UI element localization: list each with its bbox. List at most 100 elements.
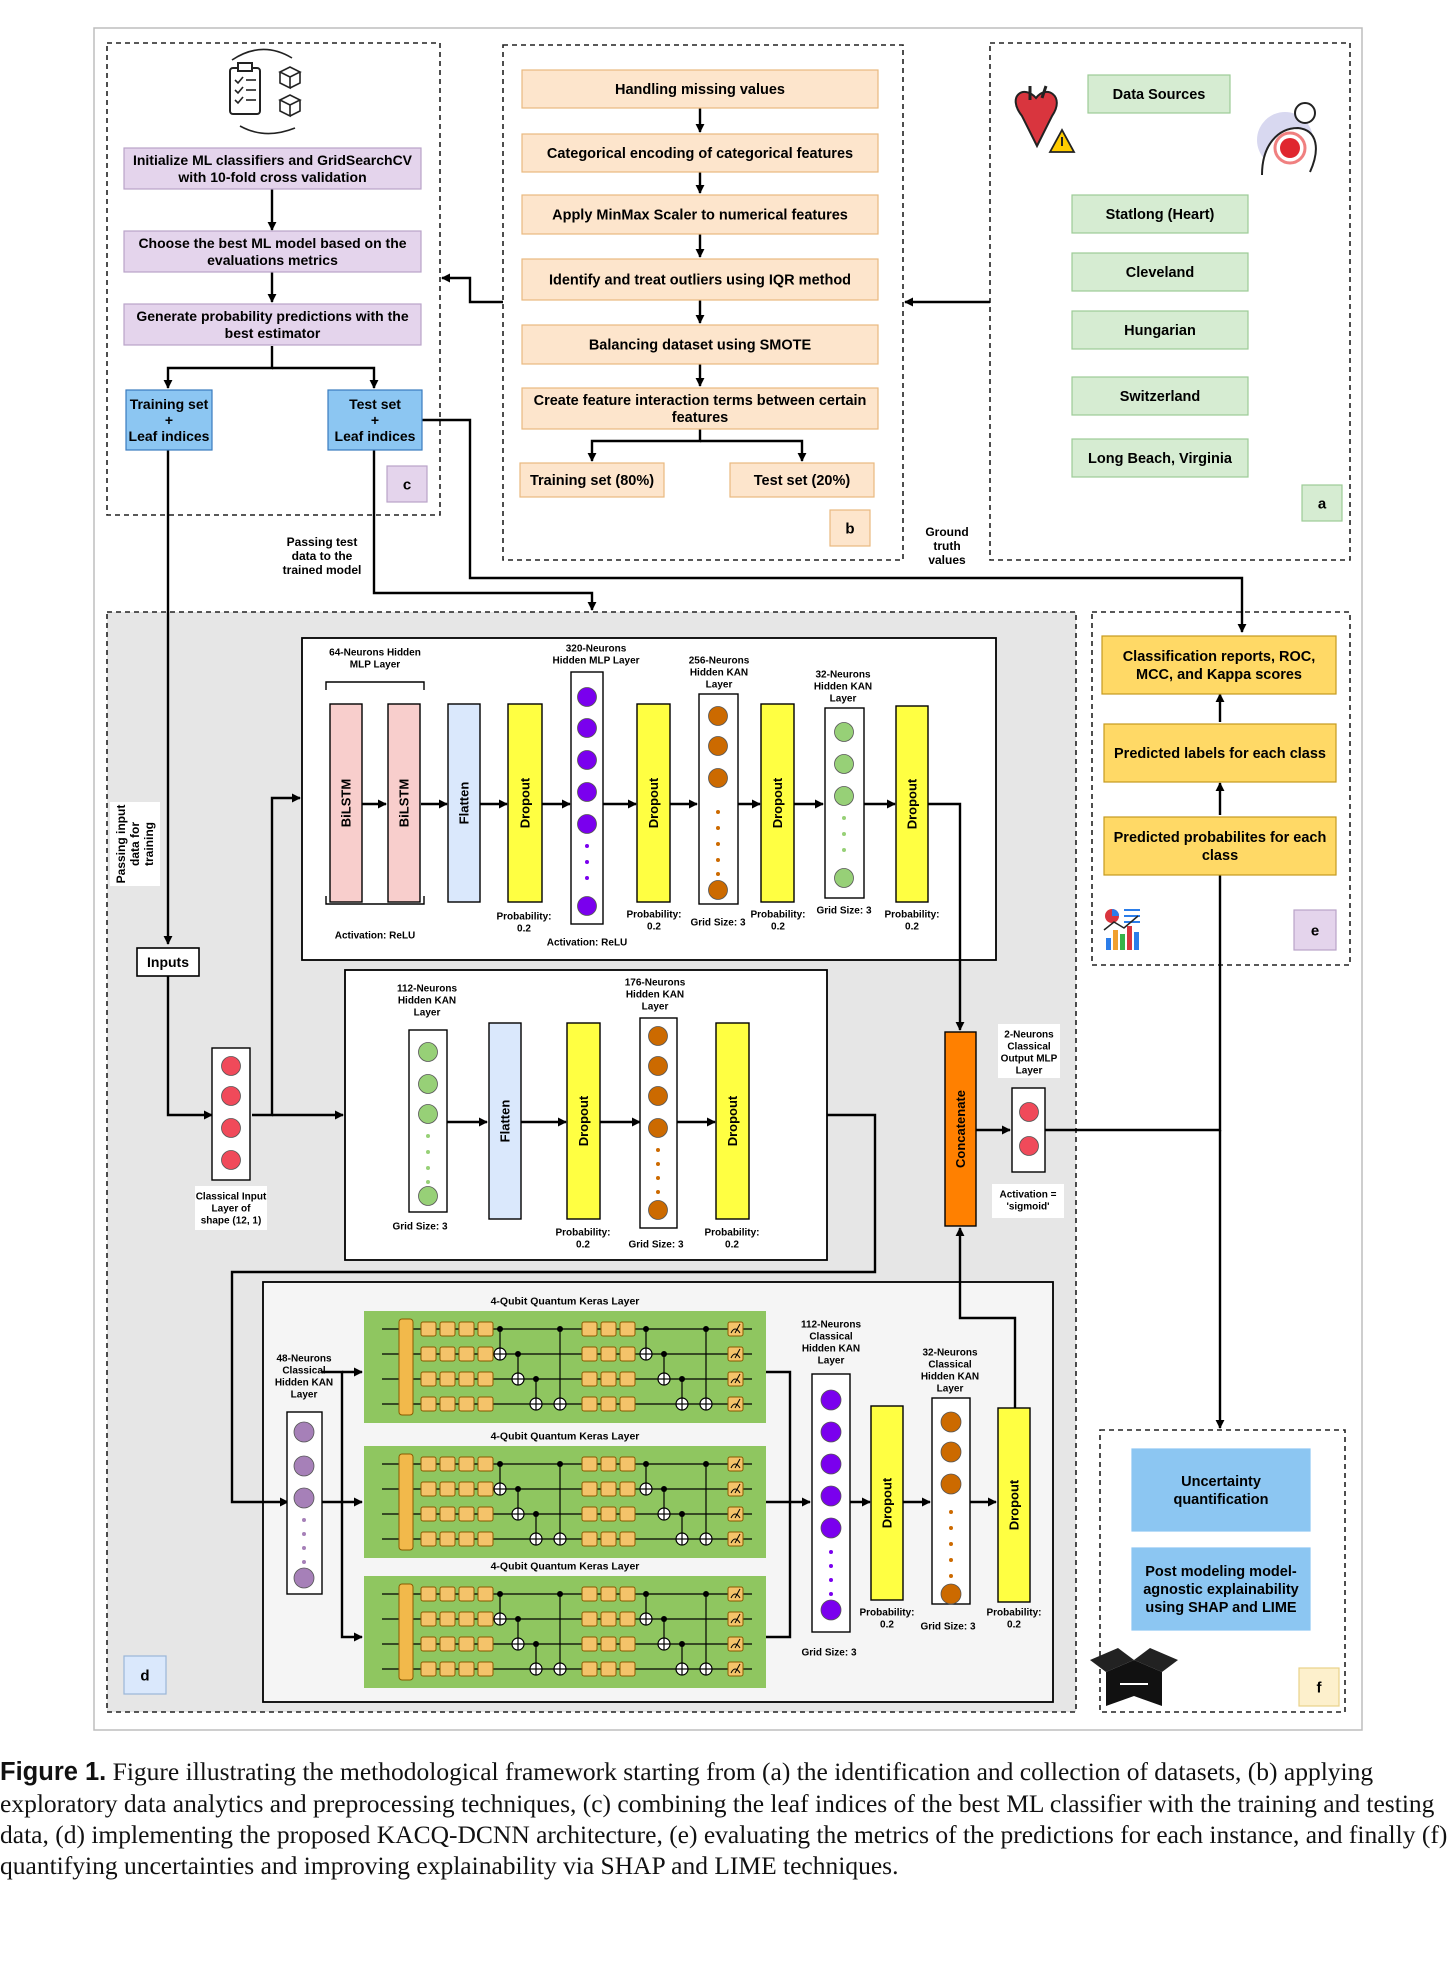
kan112c-neuron <box>820 1517 842 1539</box>
dropout-7-label: Dropout <box>880 1477 895 1528</box>
kan48-neuron <box>293 1567 315 1589</box>
dropout-3-prob: Probability:0.2 <box>750 910 805 933</box>
kan48-neuron-ellipsis <box>302 1518 306 1522</box>
kan112-neuron-ellipsis <box>426 1180 430 1184</box>
kan32c-neuron <box>940 1441 962 1463</box>
panel-d-tag <box>123 1655 167 1695</box>
preprocess-step <box>521 69 879 109</box>
output-layer <box>1011 1087 1046 1173</box>
output-title-bg <box>998 1024 1060 1078</box>
dropout-4-label: Dropout <box>905 778 920 829</box>
kan32-neuron <box>834 786 854 806</box>
test-set-20-label: Test set (20%) <box>754 473 851 489</box>
uncertainty-box <box>1131 1448 1311 1532</box>
panel-c-tag-label: c <box>403 476 411 493</box>
figure-frame <box>93 27 1363 1731</box>
kan32c-neuron-ellipsis <box>949 1510 953 1514</box>
passing-input-bg <box>110 802 160 886</box>
panel-a-tag-label: a <box>1318 495 1327 512</box>
quantum-circuit <box>364 1446 766 1558</box>
dropout-6-prob: Probability:0.2 <box>704 1228 759 1251</box>
dropout-8-label: Dropout <box>1007 1479 1022 1530</box>
mlp320-neuron <box>577 750 597 770</box>
quantum-layer-title: 4-Qubit Quantum Keras Layer <box>491 1296 640 1308</box>
data-source-item <box>1071 438 1249 478</box>
explainability-box-label: Post modeling model-agnostic explainabil… <box>1143 1564 1299 1616</box>
preprocess-step-label: Categorical encoding of categorical feat… <box>547 146 853 162</box>
dropout-1-prob: Probability:0.2 <box>496 912 551 935</box>
dropout-1-label: Dropout <box>518 777 533 828</box>
data-source-item-label: Hungarian <box>1124 323 1196 339</box>
output-neuron <box>1019 1102 1039 1122</box>
kan32c-neuron-ellipsis <box>949 1558 953 1562</box>
training-set-80-label: Training set (80%) <box>530 473 654 489</box>
panel-e-tag-label: e <box>1311 922 1319 939</box>
bilstm-2-label: BiLSTM <box>397 779 412 827</box>
preprocess-step-label: Handling missing values <box>615 82 785 98</box>
kan256-neuron-ellipsis <box>716 826 720 830</box>
predicted-labels-box <box>1103 723 1337 783</box>
kan256-neuron-ellipsis <box>716 872 720 876</box>
preprocess-step-label: Create feature interaction terms between… <box>534 393 867 426</box>
quantum-layer-title: 4-Qubit Quantum Keras Layer <box>491 1431 640 1443</box>
kan32-grid: Grid Size: 3 <box>816 906 871 917</box>
flatten-2-label: Flatten <box>498 1100 513 1143</box>
analytics-chart-icon <box>1103 909 1140 950</box>
kan32-neuron <box>834 754 854 774</box>
passing-input-label: Passing inputdata fortraining <box>114 805 156 884</box>
input-neuron <box>221 1086 241 1106</box>
open-box-icon <box>1090 1648 1178 1706</box>
inputs-box-label: Inputs <box>147 954 189 970</box>
test-set-20 <box>729 462 875 498</box>
dropout-6-label: Dropout <box>725 1095 740 1146</box>
kan112-neuron <box>418 1074 438 1094</box>
mlp320-neuron <box>577 687 597 707</box>
dropout-7 <box>870 1405 904 1601</box>
mlp64-activation: Activation: ReLU <box>335 931 416 942</box>
predicted-probabilities-box <box>1103 816 1337 876</box>
kan176-neuron <box>648 1086 668 1106</box>
output-activation: Activation ='sigmoid' <box>1000 1190 1057 1213</box>
dropout-4 <box>895 705 929 903</box>
kan256-neuron <box>708 768 728 788</box>
mlp320-activation: Activation: ReLU <box>547 938 628 949</box>
kan32-neuron-ellipsis <box>842 816 846 820</box>
flatten-1-label: Flatten <box>457 782 472 825</box>
mlp320-neuron <box>577 782 597 802</box>
kan32c-neuron <box>940 1411 962 1433</box>
data-source-item <box>1071 252 1249 292</box>
data-sources-header <box>1087 74 1231 114</box>
quantum-circuit <box>364 1576 766 1688</box>
flatten-2 <box>488 1022 522 1220</box>
dropout-7-prob: Probability:0.2 <box>859 1608 914 1631</box>
input-neuron <box>221 1118 241 1138</box>
kan32c-neuron <box>940 1583 962 1605</box>
input-neuron <box>221 1150 241 1170</box>
heart-warning-icon <box>1014 85 1076 153</box>
preprocess-step <box>521 133 879 173</box>
panel-b-tag <box>829 509 871 547</box>
explainability-box <box>1131 1547 1311 1631</box>
chest-pain-person-icon <box>1257 102 1317 176</box>
kan112c-neuron-ellipsis <box>829 1578 833 1582</box>
bilstm-1 <box>329 703 363 903</box>
data-source-item-label: Statlong (Heart) <box>1106 207 1215 223</box>
kan48-neuron-ellipsis <box>302 1532 306 1536</box>
kan112c-grid: Grid Size: 3 <box>801 1648 856 1659</box>
kan112-neuron <box>418 1042 438 1062</box>
dropout-3-label: Dropout <box>770 777 785 828</box>
mlp320-neuron-ellipsis <box>585 860 589 864</box>
data-source-item-label: Switzerland <box>1120 389 1201 405</box>
kan112-neuron-ellipsis <box>426 1166 430 1170</box>
caption-text: Figure illustrating the methodological f… <box>0 1757 1448 1880</box>
dropout-5-label: Dropout <box>576 1095 591 1146</box>
